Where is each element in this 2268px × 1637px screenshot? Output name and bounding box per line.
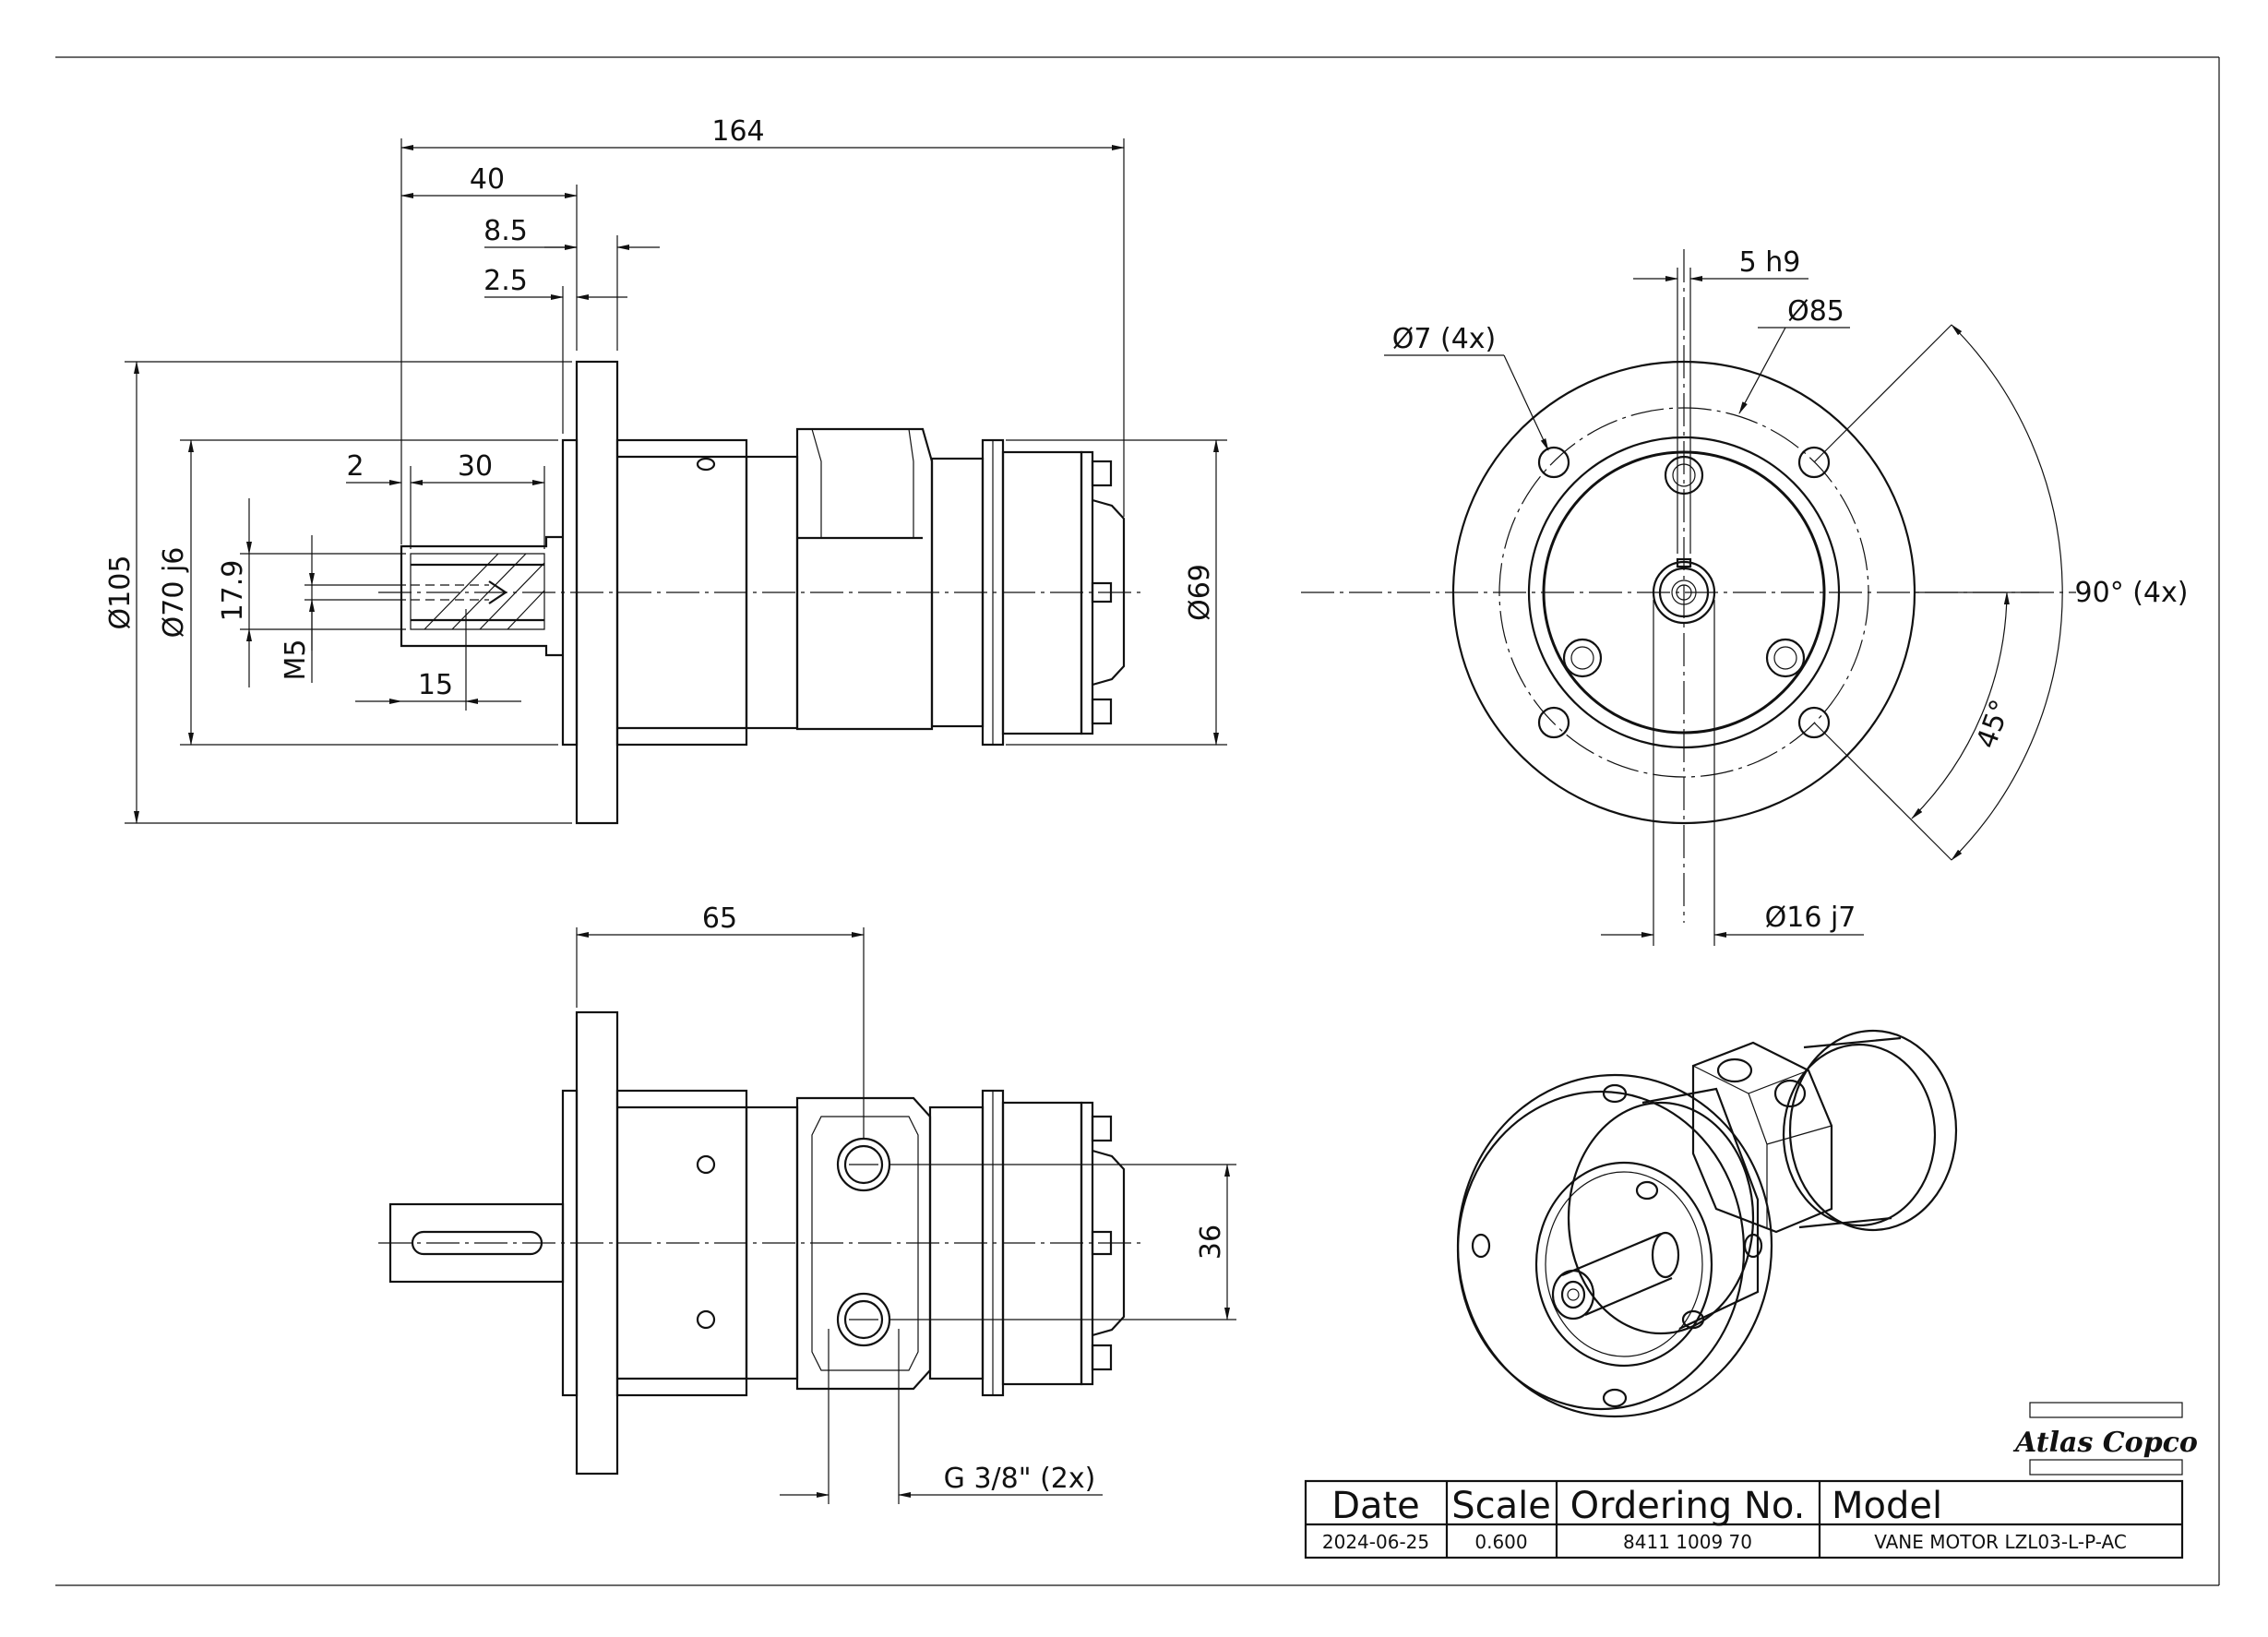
dim-key-length: 30 (458, 450, 493, 483)
dim-flange-diameter: Ø105 (104, 556, 137, 630)
dim-body-diameter: Ø69 (1184, 564, 1216, 621)
isometric-view (1456, 1029, 1958, 1418)
end-view: 5 h9 Ø85 Ø7 (4x) 90° (4x) 45° Ø16 j7 (1301, 246, 2188, 946)
dim-flange-to-shoulder: 40 (470, 163, 505, 196)
dim-shaft-height: 17.9 (217, 560, 249, 622)
logo-bar-top (2029, 1402, 2183, 1418)
dim-pilot-diameter: Ø70 j6 (158, 547, 190, 639)
dim-thread-depth: 15 (418, 669, 453, 701)
front-view: 164 40 8.5 2.5 Ø105 Ø70 j6 2 30 17.9 M5 … (104, 115, 1227, 825)
dim-thread: M5 (280, 639, 312, 681)
dim-hole-offset-angle: 45° (1971, 696, 2018, 753)
dim-hole-angle: 90° (4x) (2075, 577, 2189, 609)
logo-bar-bottom (2029, 1459, 2183, 1476)
side-view: 65 36 G 3/8" (2x) (378, 902, 1236, 1504)
dim-bolt-circle: Ø85 (1787, 295, 1844, 328)
dim-port-thread: G 3/8" (2x) (944, 1463, 1096, 1495)
header-date: Date (1331, 1485, 1420, 1527)
header-scale: Scale (1451, 1485, 1551, 1527)
dim-port-position: 65 (702, 902, 737, 935)
value-model: VANE MOTOR LZL03-L-P-AC (1874, 1531, 2127, 1553)
dim-pilot-depth: 2.5 (483, 265, 528, 297)
dim-flange-thickness: 8.5 (483, 215, 528, 247)
header-model: Model (1832, 1485, 1942, 1527)
value-scale: 0.600 (1474, 1531, 1527, 1553)
title-block: Atlas Copco Date Scale Ordering No. Mode… (1304, 1402, 2198, 1559)
header-ordering-no: Ordering No. (1570, 1485, 1806, 1527)
dim-shaft-diameter: Ø16 j7 (1765, 902, 1856, 934)
brand-logo: Atlas Copco (2012, 1427, 2198, 1459)
dim-overall-length: 164 (711, 115, 764, 148)
value-ordering-no: 8411 1009 70 (1623, 1531, 1752, 1553)
value-date: 2024-06-25 (1322, 1531, 1429, 1553)
dim-key-offset: 2 (346, 450, 364, 483)
dim-bolt-hole: Ø7 (4x) (1392, 323, 1497, 355)
dim-key-width: 5 h9 (1739, 246, 1801, 279)
dim-port-spacing: 36 (1195, 1225, 1227, 1260)
